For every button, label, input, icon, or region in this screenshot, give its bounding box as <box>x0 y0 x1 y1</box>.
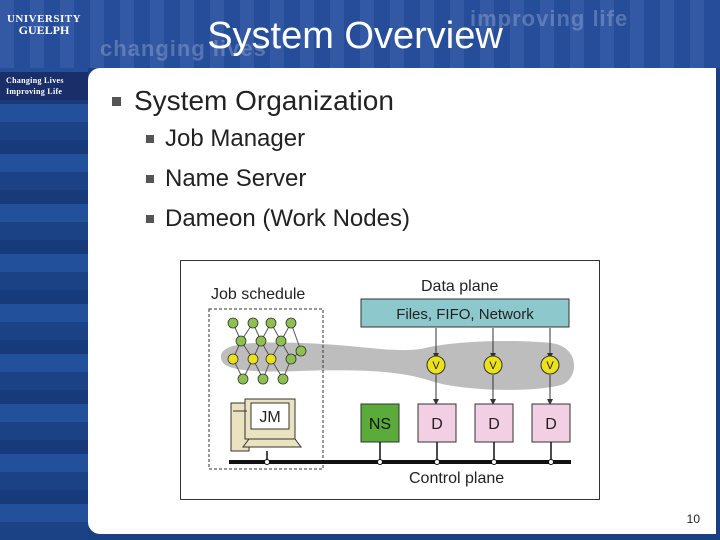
computer-icon <box>230 398 302 452</box>
tagline: Changing Lives Improving Life <box>6 75 88 97</box>
ns-box <box>360 403 400 443</box>
page-number: 10 <box>686 512 700 526</box>
bullet-marker <box>146 135 154 143</box>
bullet-name-server: Name Server <box>108 164 410 194</box>
jm-label: JM <box>259 409 280 426</box>
bullet-marker <box>112 97 121 106</box>
data-plane-box-label: Files, FIFO, Network <box>396 306 534 323</box>
logo-line2: GUELPH <box>18 23 70 37</box>
university-logo: UNIVERSITY GUELPH <box>6 13 82 37</box>
tagline-band <box>0 72 88 100</box>
header-pattern <box>0 0 720 68</box>
ns-label: NS <box>369 416 391 433</box>
bullet-list: System Organization Job Manager Name Ser… <box>108 84 410 244</box>
data-plane-box <box>360 298 570 328</box>
daemon-box <box>474 403 514 443</box>
bullet-system-organization: System Organization <box>108 84 410 118</box>
system-diagram: Job schedule <box>180 260 600 500</box>
job-schedule-label: Job schedule <box>211 286 305 303</box>
watermark-right: improving life <box>470 6 629 31</box>
slide-content: System Organization Job Manager Name Ser… <box>88 68 716 534</box>
daemon-box <box>531 403 571 443</box>
bullet-marker <box>146 175 154 183</box>
bullet-text: System Organization <box>134 85 394 116</box>
vertex-label: V <box>489 360 497 372</box>
bullet-job-manager: Job Manager <box>108 124 410 154</box>
daemon-label: D <box>431 416 443 433</box>
vertex-label: V <box>432 360 440 372</box>
daemon-label: D <box>488 416 500 433</box>
header-bar: changing lives improving life UNIVERSITY… <box>0 0 720 68</box>
plane-blob <box>221 341 575 390</box>
daemon-label: D <box>545 416 557 433</box>
daemon-box <box>417 403 457 443</box>
tagline-line1: Changing Lives <box>6 76 64 85</box>
control-plane-label: Control plane <box>409 470 504 487</box>
watermark-left: changing lives <box>100 36 267 61</box>
side-strip <box>0 68 88 540</box>
bus-joints <box>264 459 554 465</box>
slide-title: System Overview <box>207 15 503 57</box>
logo-line1: UNIVERSITY <box>6 13 82 25</box>
bus-drops <box>266 442 552 462</box>
vertex-nodes <box>426 355 560 375</box>
bullet-text: Dameon (Work Nodes) <box>165 205 410 232</box>
data-plane-label: Data plane <box>421 278 498 295</box>
bullet-dameon: Dameon (Work Nodes) <box>108 204 410 234</box>
tagline-line2: Improving Life <box>6 87 63 96</box>
job-schedule-box <box>208 308 324 470</box>
bullet-text: Job Manager <box>165 125 306 152</box>
bullet-marker <box>146 215 154 223</box>
bullet-text: Name Server <box>165 165 307 192</box>
data-arrows <box>433 328 553 359</box>
graph-nodes <box>227 317 307 385</box>
daemon-arrows <box>433 375 553 405</box>
vertex-label: V <box>546 360 554 372</box>
